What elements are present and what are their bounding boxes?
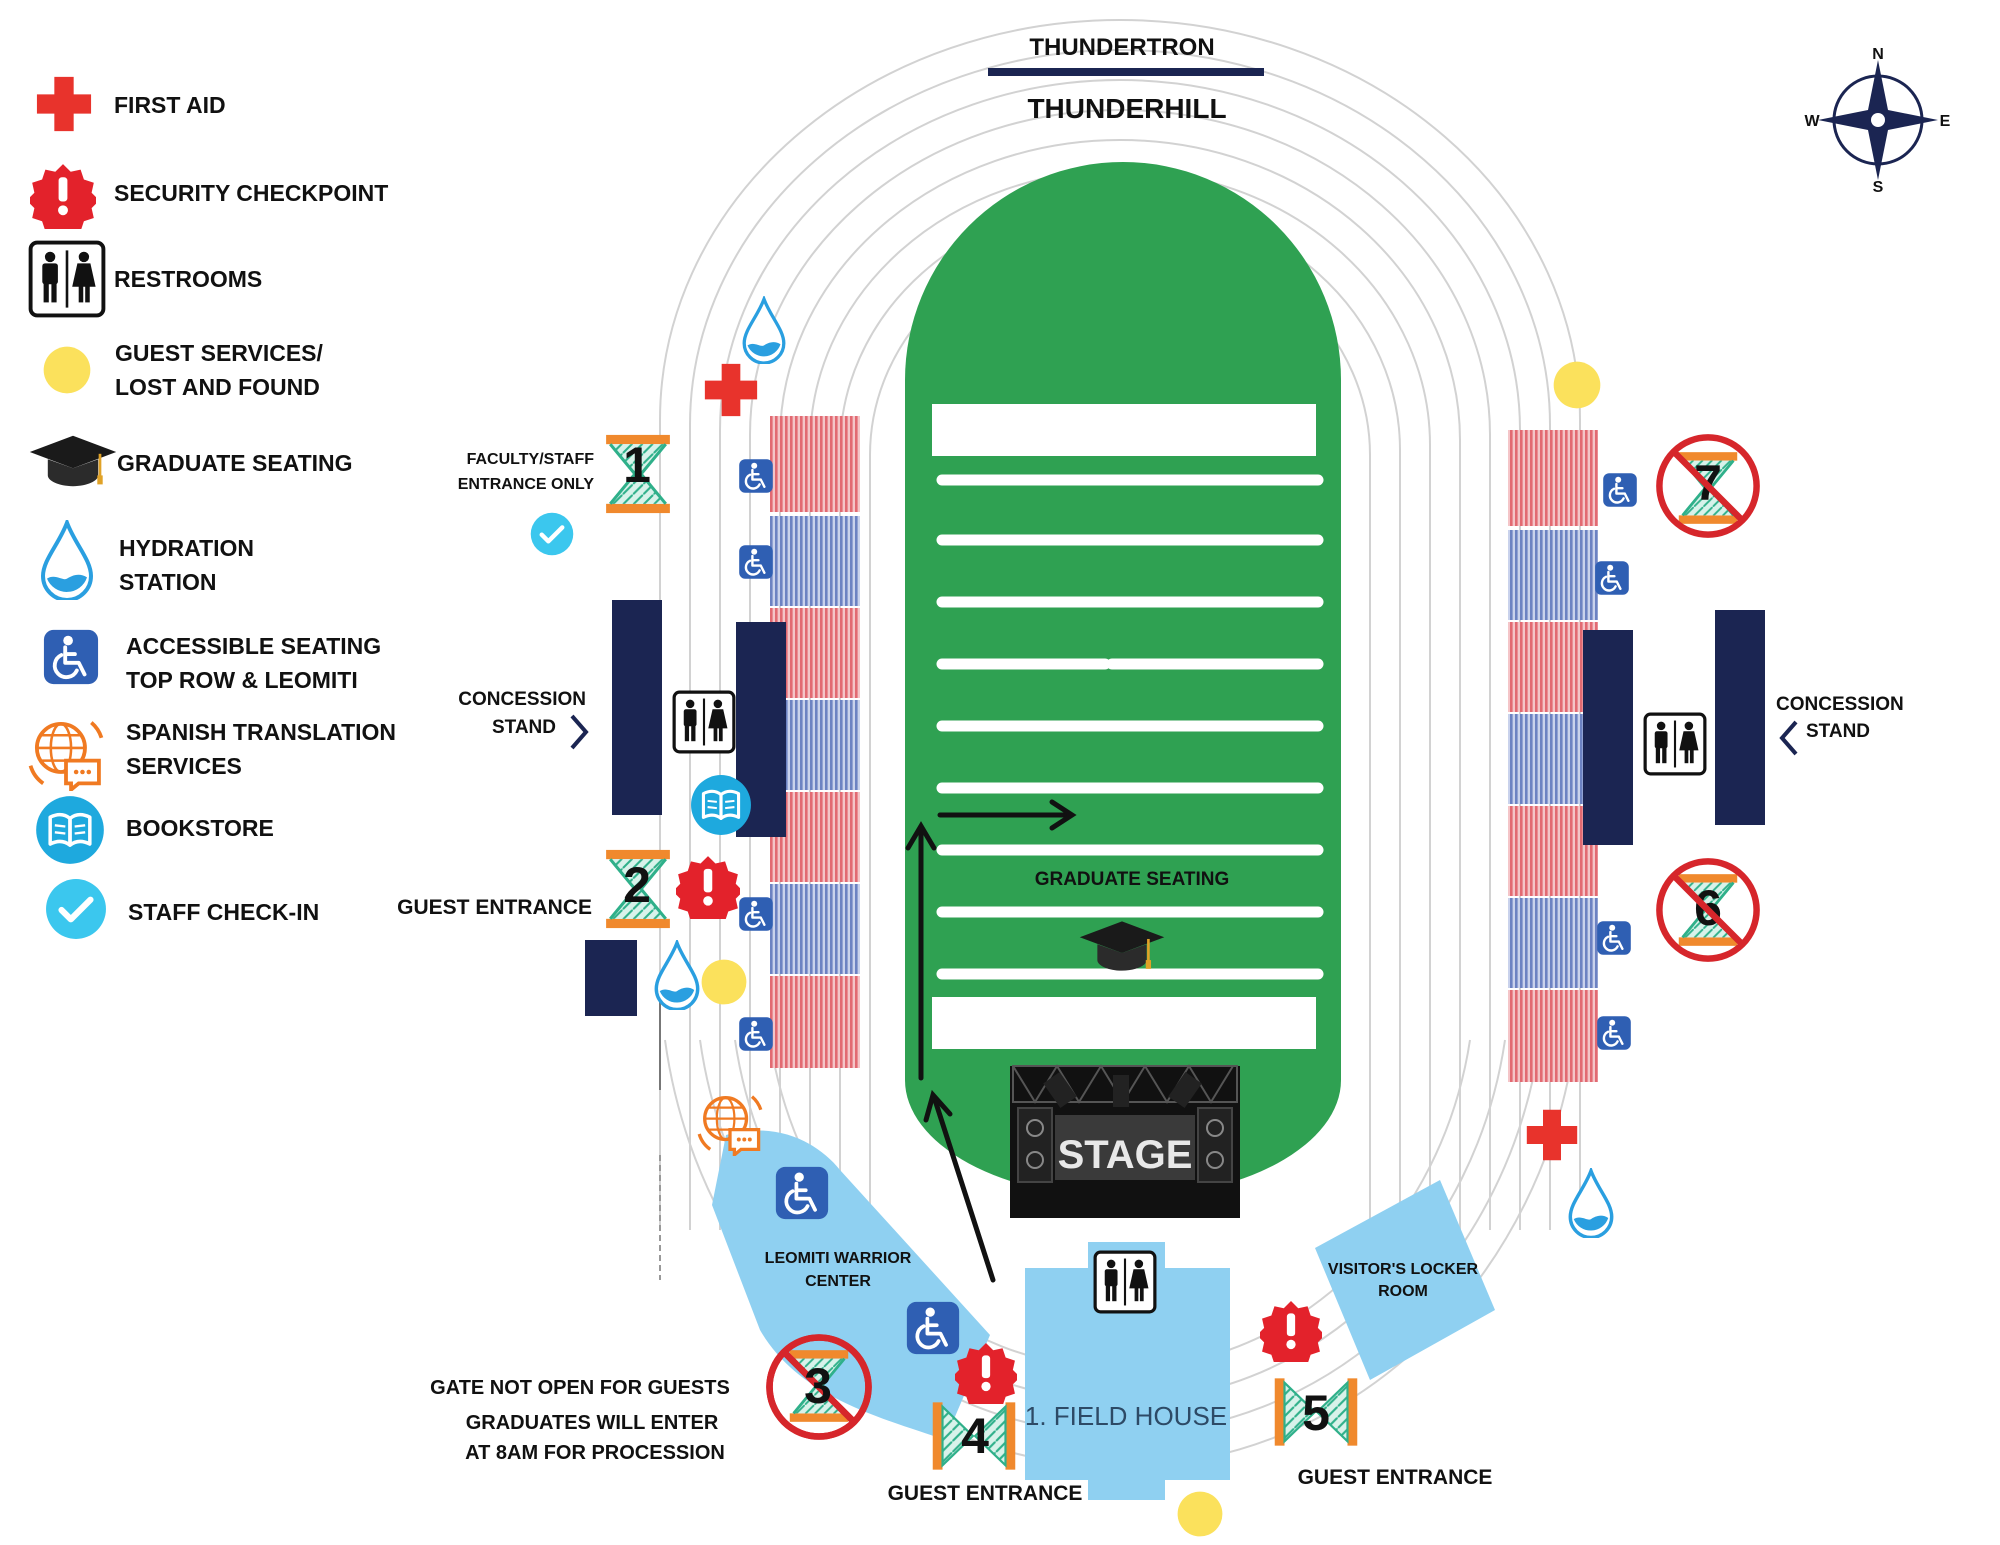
first-aid-icon [36,76,92,132]
legend-accessible-1: ACCESSIBLE SEATING [126,633,381,659]
compass-n: N [1872,46,1884,63]
west-guest-entrance-label: GUEST ENTRANCE [397,896,592,919]
hydration-station-icon [742,297,786,364]
legend-hydration-1: HYDRATION [119,535,254,561]
spanish-translation-icon [697,1094,763,1156]
accessible-seating-icon [42,628,100,686]
accessible-seating-icon [738,1016,774,1052]
leomiti-label-line1: LEOMITI WARRIOR [765,1250,912,1267]
guest-services-icon [1177,1491,1223,1537]
accessible-seating-icon [1602,472,1638,508]
guest-services-icon [43,346,91,394]
gate-5-number: 5 [1302,1385,1330,1441]
west-concession-label-line1: CONCESSION [458,689,586,710]
stage [1010,1064,1240,1218]
faculty-label-line1: FACULTY/STAFF [467,451,595,468]
guest-services-icon [701,959,747,1005]
restrooms-icon [28,240,106,318]
legend-first-aid: FIRST AID [114,92,226,118]
security-checkpoint-icon [676,856,740,919]
east-concession-structures [1583,610,1765,845]
restrooms-icon [1093,1250,1157,1314]
west-concession-label-line2: STAND [492,717,556,738]
legend-guest-services-2: LOST AND FOUND [115,374,320,400]
accessible-seating-icon [738,458,774,494]
south-guest-entrance-label: GUEST ENTRANCE [888,1482,1083,1505]
security-checkpoint-icon [30,164,96,229]
field-house [1025,1242,1230,1500]
thundertron-label: THUNDERTRON [1029,34,1214,61]
legend-spanish-2: SERVICES [126,753,242,779]
accessible-seating-icon [1596,920,1632,956]
faculty-label-line2: ENTRANCE ONLY [458,476,595,493]
visitors-label-line2: ROOM [1378,1283,1428,1300]
security-checkpoint-icon [1260,1301,1322,1362]
football-field [905,162,1341,1198]
hydration-station-icon [1568,1169,1614,1238]
staff-check-in-icon [46,879,106,939]
first-aid-icon [704,363,758,417]
field-house-label: 1. FIELD HOUSE [1025,1401,1227,1431]
compass-rose-icon [1818,60,1938,180]
compass-w: W [1804,113,1820,130]
gate-1-number: 1 [623,437,651,493]
legend-spanish-1: SPANISH TRANSLATION [126,719,396,745]
east-concession-label-line1: CONCESSION [1776,694,1904,715]
legend-restrooms: RESTROOMS [114,266,262,292]
accessible-seating-icon [738,544,774,580]
restrooms-icon [672,690,736,754]
graduates-label-line1: GRADUATES WILL ENTER [466,1412,719,1434]
visitors-locker-room [1315,1180,1495,1380]
legend-graduate-seating: GRADUATE SEATING [117,450,353,476]
legend-guest-services-1: GUEST SERVICES/ [115,340,324,366]
hydration-station-icon [654,941,700,1010]
accessible-seating-icon [905,1300,961,1356]
spanish-translation-icon [28,720,104,791]
thundertron-scoreboard [988,68,1264,76]
west-concession-arrow-icon [570,714,589,750]
gate-2-number: 2 [623,857,651,913]
graduate-seating-icon [28,434,118,488]
procession-arrows [905,799,1077,1283]
stage-label: STAGE [1058,1133,1193,1177]
bookstore-icon [690,774,752,836]
accessible-seating-icon [774,1165,830,1221]
leomiti-label-line2: CENTER [805,1273,871,1290]
first-aid-icon [1526,1109,1578,1161]
graduate-seating-field-label: GRADUATE SEATING [1035,869,1230,890]
compass-e: E [1940,113,1951,130]
gate-closed-label: GATE NOT OPEN FOR GUESTS [430,1377,730,1399]
visitors-label-line1: VISITOR'S LOCKER [1328,1261,1479,1278]
bookstore-icon [35,795,105,865]
accessible-seating-icon [738,896,774,932]
guest-services-icon [1553,361,1601,409]
restrooms-icon [1643,712,1707,776]
accessible-seating-icon [1596,1015,1632,1051]
east-concession-label-line2: STAND [1806,721,1870,742]
west-concession-structures [585,600,786,1016]
east-concession-arrow-icon [1779,720,1798,756]
east-south-guest-entrance-label: GUEST ENTRANCE [1298,1466,1493,1489]
graduates-label-line2: AT 8AM FOR PROCESSION [465,1442,725,1464]
legend-bookstore: BOOKSTORE [126,815,274,841]
staff-check-in-icon [531,513,574,556]
thunderhill-label: THUNDERHILL [1027,93,1226,124]
gate-4-number: 4 [961,1408,989,1464]
legend-hydration-2: STATION [119,569,217,595]
legend-security: SECURITY CHECKPOINT [114,180,388,206]
gate-3-number: 3 [804,1358,832,1414]
hydration-station-icon [43,523,91,600]
compass-s: S [1873,179,1884,196]
legend-staff-checkin: STAFF CHECK-IN [128,899,319,925]
legend: FIRST AID SECURITY CHECKPOINT RESTROOMS … [28,76,396,939]
legend-accessible-2: TOP ROW & LEOMITI [126,667,358,693]
accessible-seating-icon [1594,560,1630,596]
